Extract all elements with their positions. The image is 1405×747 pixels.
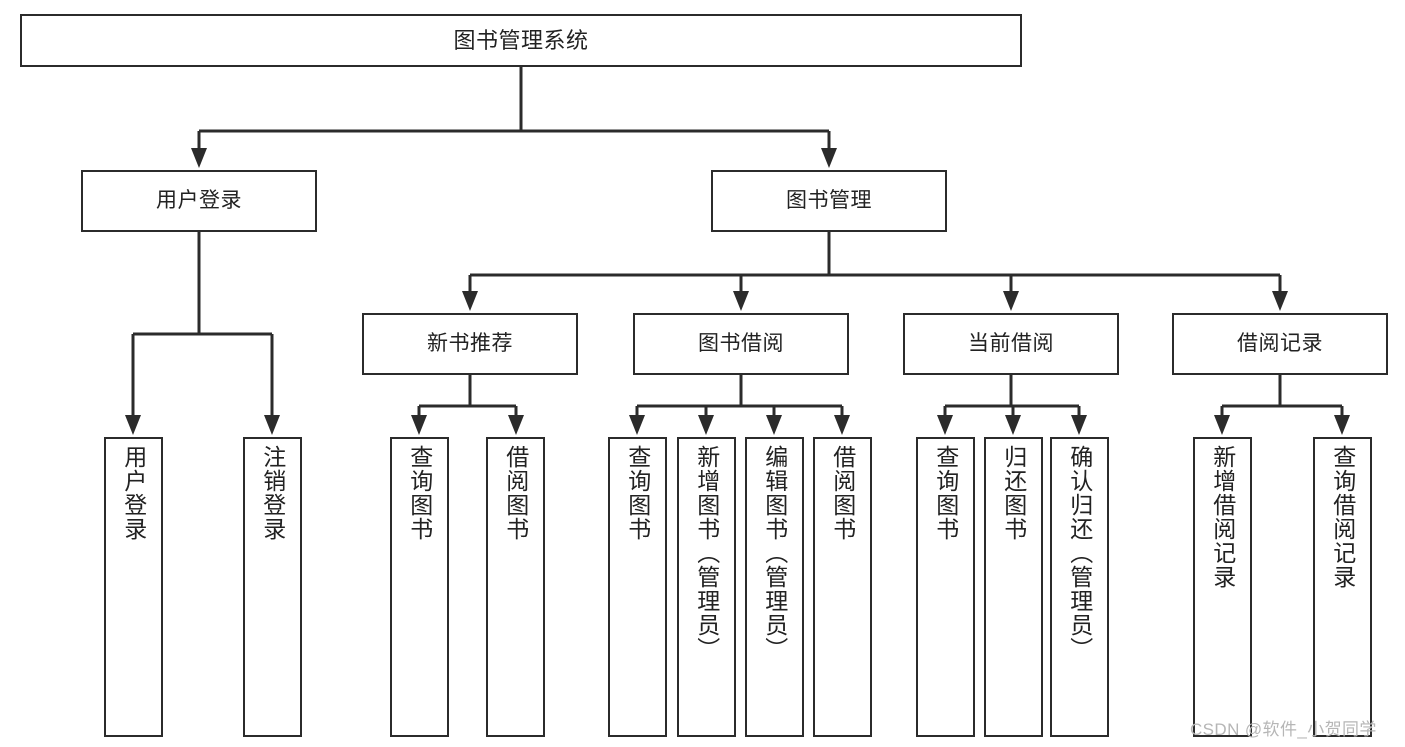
- node-leaf-book-edit[interactable]: 编辑图书（管理员）: [745, 437, 804, 737]
- node-user-login[interactable]: 用户登录: [81, 170, 317, 232]
- node-new-book-rec[interactable]: 新书推荐: [362, 313, 578, 375]
- borrow-to-leaves-arrowhead-3: [834, 415, 850, 435]
- watermark-text: CSDN @软件_小贺同学: [1190, 720, 1377, 739]
- node-leaf-confirm-ret[interactable]: 确认归还（管理员）: [1050, 437, 1109, 737]
- cur-to-leaves-arrowhead-2: [1071, 415, 1087, 435]
- login-to-leaves-arrowhead-0: [125, 415, 141, 435]
- node-leaf-cur-query[interactable]: 查询图书: [916, 437, 975, 737]
- node-book-manage[interactable]: 图书管理: [711, 170, 947, 232]
- node-leaf-rec-borrow[interactable]: 借阅图书: [486, 437, 545, 737]
- login-to-leaves-arrowhead-1: [264, 415, 280, 435]
- node-label: 借阅图书: [502, 445, 529, 541]
- borrow-to-leaves-arrowhead-1: [698, 415, 714, 435]
- node-leaf-record-add[interactable]: 新增借阅记录: [1193, 437, 1252, 737]
- node-label: 图书管理系统: [453, 27, 589, 53]
- rec2-to-leaves-arrowhead-0: [1214, 415, 1230, 435]
- node-leaf-book-add[interactable]: 新增图书（管理员）: [677, 437, 736, 737]
- node-root[interactable]: 图书管理系统: [20, 14, 1022, 67]
- rec-to-leaves-arrowhead-0: [411, 415, 427, 435]
- node-leaf-borrow-query[interactable]: 查询图书: [608, 437, 667, 737]
- node-label: 用户登录: [120, 445, 147, 541]
- node-label: 归还图书: [1000, 445, 1027, 541]
- manage-to-level2-arrowhead-0: [462, 291, 478, 311]
- manage-to-level2-arrowhead-2: [1003, 291, 1019, 311]
- node-leaf-user-login[interactable]: 用户登录: [104, 437, 163, 737]
- node-current-loan[interactable]: 当前借阅: [903, 313, 1119, 375]
- node-leaf-rec-query[interactable]: 查询图书: [390, 437, 449, 737]
- root-to-level1-arrowhead-0: [191, 148, 207, 168]
- node-label: 查询图书: [624, 445, 651, 541]
- node-label: 新增图书（管理员）: [693, 445, 720, 661]
- manage-to-level2-arrowhead-3: [1272, 291, 1288, 311]
- node-label: 用户登录: [156, 188, 242, 212]
- node-label: 查询借阅记录: [1329, 445, 1356, 589]
- node-label: 借阅图书: [829, 445, 856, 541]
- node-leaf-record-query[interactable]: 查询借阅记录: [1313, 437, 1372, 737]
- node-loan-record[interactable]: 借阅记录: [1172, 313, 1388, 375]
- node-leaf-user-logout[interactable]: 注销登录: [243, 437, 302, 737]
- cur-to-leaves-arrowhead-1: [1005, 415, 1021, 435]
- rec-to-leaves-arrowhead-1: [508, 415, 524, 435]
- node-label: 编辑图书（管理员）: [761, 445, 788, 661]
- node-label: 注销登录: [259, 445, 286, 541]
- node-label: 新增借阅记录: [1209, 445, 1236, 589]
- node-label: 图书借阅: [698, 331, 784, 355]
- node-label: 当前借阅: [968, 331, 1054, 355]
- node-book-borrow[interactable]: 图书借阅: [633, 313, 849, 375]
- root-to-level1-arrowhead-1: [821, 148, 837, 168]
- node-label: 确认归还（管理员）: [1066, 445, 1093, 661]
- node-label: 借阅记录: [1237, 331, 1323, 355]
- manage-to-level2-arrowhead-1: [733, 291, 749, 311]
- rec2-to-leaves-arrowhead-1: [1334, 415, 1350, 435]
- borrow-to-leaves-arrowhead-2: [766, 415, 782, 435]
- cur-to-leaves-arrowhead-0: [937, 415, 953, 435]
- node-label: 图书管理: [786, 188, 872, 212]
- node-leaf-borrow-book[interactable]: 借阅图书: [813, 437, 872, 737]
- node-label: 查询图书: [932, 445, 959, 541]
- borrow-to-leaves-arrowhead-0: [629, 415, 645, 435]
- node-leaf-return-book[interactable]: 归还图书: [984, 437, 1043, 737]
- node-label: 新书推荐: [427, 331, 513, 355]
- node-label: 查询图书: [406, 445, 433, 541]
